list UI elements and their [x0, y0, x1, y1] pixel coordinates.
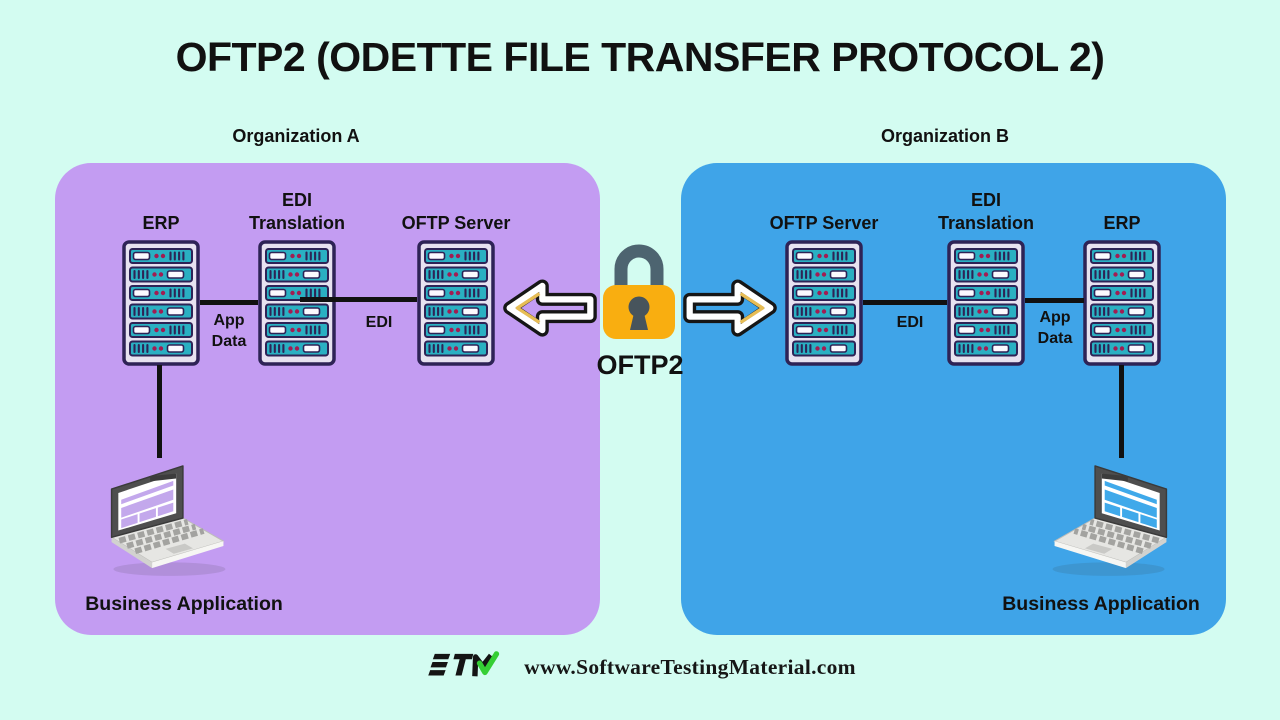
- vertical-line: [1119, 365, 1124, 458]
- vertical-line: [157, 365, 162, 458]
- server-rack-icon: [122, 240, 200, 366]
- left-block-arrow-icon: [502, 277, 598, 339]
- org-a-node-edi-translation-label: EDI Translation: [248, 190, 346, 233]
- connector-line: [863, 300, 947, 305]
- org-b-label: Organization B: [880, 126, 1009, 146]
- page-title: OFTP2 (ODETTE FILE TRANSFER PROTOCOL 2): [175, 34, 1105, 80]
- link-label-app-data: App Data: [211, 312, 247, 350]
- server-rack-icon: [785, 240, 863, 366]
- server-rack-icon: [947, 240, 1025, 366]
- connector-line: [300, 297, 417, 302]
- right-block-arrow-icon: [682, 277, 778, 339]
- footer: STM www.SoftwareTestingMaterial.com: [0, 645, 1280, 689]
- org-b-node-erp-label: ERP: [1103, 212, 1141, 233]
- org-a-node-erp-label: ERP: [142, 212, 180, 233]
- org-b-node-edi-translation-label: EDI Translation: [937, 190, 1035, 233]
- laptop-icon: [100, 456, 235, 581]
- website-text: www.SoftwareTestingMaterial.com: [524, 654, 856, 679]
- link-label-app-data: App Data: [1037, 309, 1073, 347]
- connector-line: [200, 300, 258, 305]
- connector-line: [1025, 298, 1084, 303]
- org-b-node-oftp-server-label: OFTP Server: [769, 212, 879, 233]
- stm-logo: [428, 651, 500, 677]
- laptop-icon: [1043, 456, 1178, 581]
- protocol-label: OFTP2: [596, 350, 684, 380]
- org-a-box: ERP EDI Translation OFTP Server App Data…: [55, 163, 600, 635]
- padlock-icon: [599, 233, 679, 345]
- business-application-label: Business Application: [1002, 593, 1200, 615]
- server-rack-icon: [1083, 240, 1161, 366]
- org-a-label: Organization A: [232, 126, 360, 146]
- server-rack-icon: [258, 240, 336, 366]
- server-rack-icon: [417, 240, 495, 366]
- org-b-box: OFTP Server EDI Translation ERP EDI App …: [681, 163, 1226, 635]
- link-label-edi: EDI: [896, 314, 924, 331]
- org-a-node-oftp-server-label: OFTP Server: [401, 212, 511, 233]
- business-application-label: Business Application: [85, 593, 283, 615]
- link-label-edi: EDI: [365, 314, 393, 331]
